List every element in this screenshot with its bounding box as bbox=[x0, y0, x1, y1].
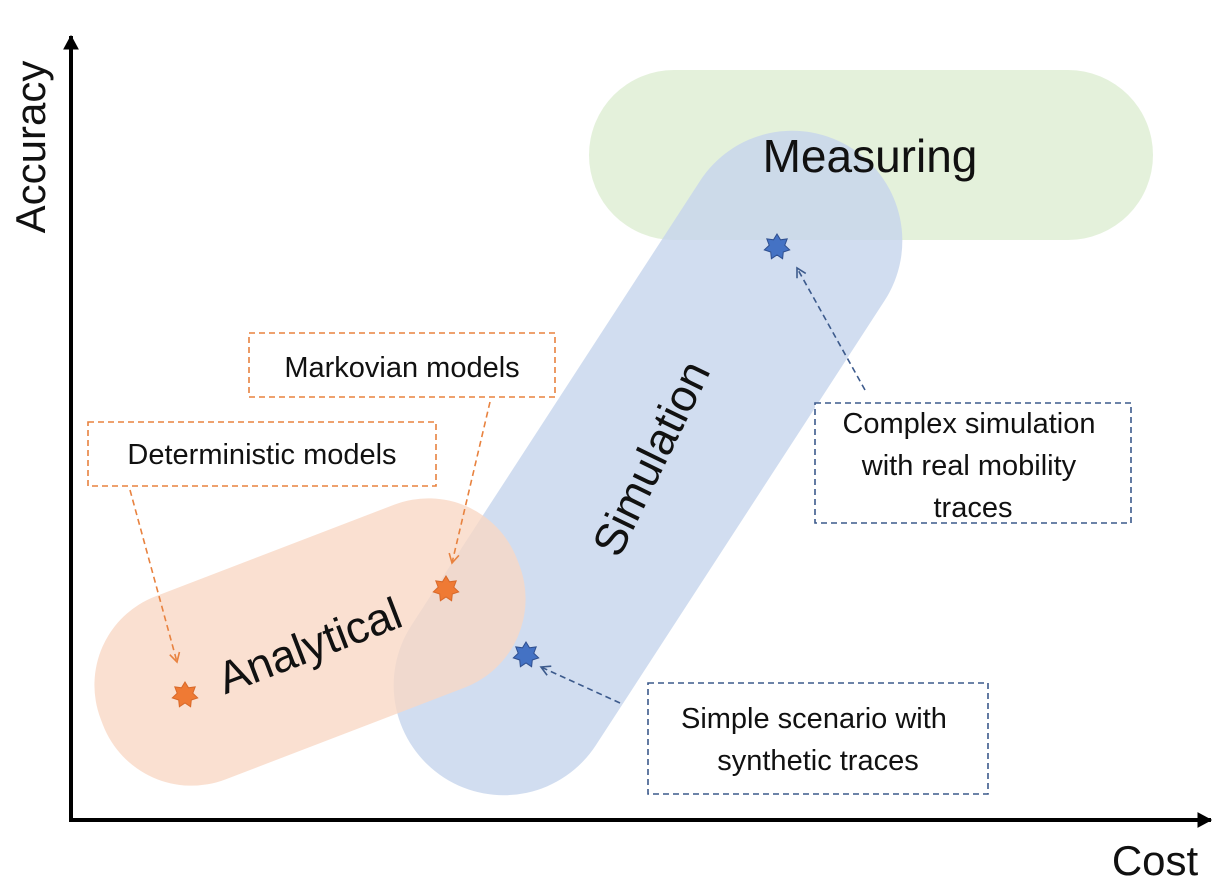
complex-simulation-callout: Complex simulation with real mobility tr… bbox=[796, 266, 1132, 524]
analytical-region bbox=[94, 498, 526, 786]
simple-scenario-line-1: Simple scenario with bbox=[681, 703, 947, 735]
deterministic-callout: Deterministic models bbox=[87, 421, 437, 664]
markovian-callout-text: Markovian models bbox=[284, 352, 519, 384]
complex-simulation-callout-box bbox=[814, 402, 1132, 524]
simple-scenario-callout: Simple scenario with synthetic traces bbox=[539, 665, 989, 795]
markovian-star-marker bbox=[432, 575, 460, 602]
y-axis-label: Accuracy bbox=[7, 61, 54, 234]
complex-simulation-line-3: traces bbox=[934, 492, 1013, 524]
simulation-region bbox=[393, 130, 903, 796]
complex-simulation-star-marker bbox=[763, 233, 791, 260]
analytical-region-shape bbox=[94, 498, 526, 786]
complex-simulation-line-1: Complex simulation bbox=[842, 408, 1095, 440]
deterministic-callout-text: Deterministic models bbox=[127, 439, 396, 471]
complex-simulation-callout-text: Complex simulation with real mobility tr… bbox=[842, 408, 1103, 524]
simple-scenario-arrow bbox=[539, 665, 621, 704]
star-markers bbox=[171, 233, 791, 708]
complex-simulation-line-2: with real mobility bbox=[861, 450, 1077, 482]
complex-simulation-arrow bbox=[796, 266, 866, 391]
measuring-label: Measuring bbox=[763, 130, 978, 182]
simple-scenario-callout-box bbox=[647, 682, 989, 795]
x-axis-label: Cost bbox=[1112, 837, 1199, 884]
markovian-callout: Markovian models bbox=[248, 332, 556, 565]
simulation-region-shape bbox=[393, 130, 903, 796]
simple-scenario-line-2: synthetic traces bbox=[717, 745, 918, 777]
simple-scenario-star-marker bbox=[512, 641, 540, 668]
simple-scenario-callout-text: Simple scenario with synthetic traces bbox=[681, 703, 955, 777]
deterministic-star-marker bbox=[171, 681, 199, 708]
markovian-callout-box bbox=[248, 332, 556, 398]
deterministic-callout-box bbox=[87, 421, 437, 487]
markovian-arrow bbox=[448, 401, 491, 565]
